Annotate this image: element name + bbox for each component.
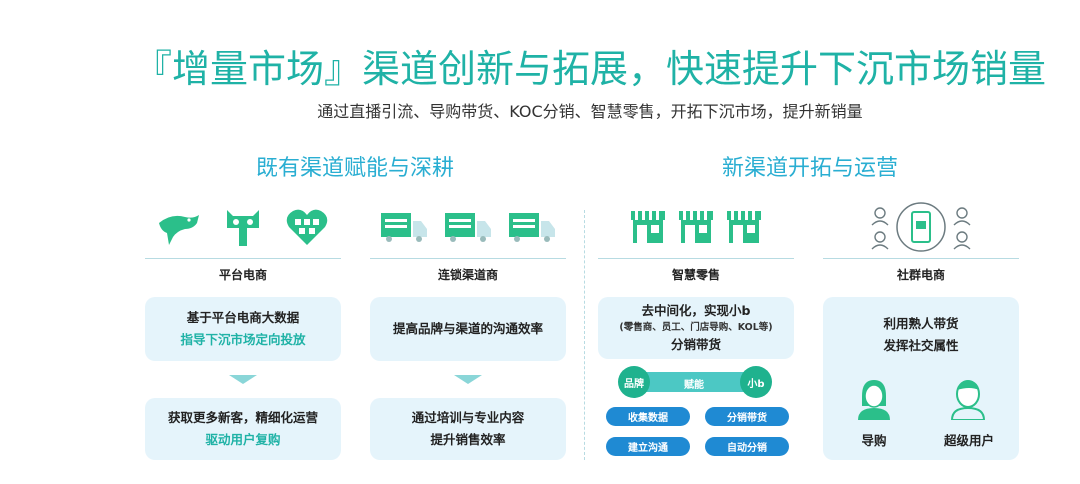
platform-box-2: 获取更多新客，精细化运营 驱动用户复购 <box>145 398 341 460</box>
truck-icon <box>509 213 555 242</box>
super-user-avatar-icon <box>950 380 986 420</box>
smart-flow-bar <box>620 372 770 392</box>
smart-pill-auto-distribution: 自动分销 <box>705 437 789 456</box>
chain-down-arrow-icon <box>454 375 482 384</box>
column-label-social: 社群电商 <box>896 268 945 282</box>
smart-flow-empower: 赋能 <box>684 380 704 391</box>
persona-label-shopping-guide: 导购 <box>861 433 887 448</box>
store-icon <box>631 211 665 243</box>
chain-icons <box>370 204 566 250</box>
page-subtitle: 通过直播引流、导购带货、KOC分销、智慧零售，开拓下沉市场，提升新销量 <box>317 102 863 121</box>
smart-pill-collect-data: 收集数据 <box>606 407 690 426</box>
chain-box-1: 提高品牌与渠道的沟通效率 <box>370 297 566 361</box>
column-label-platform: 平台电商 <box>218 268 267 282</box>
persona-label-super-user: 超级用户 <box>943 433 994 448</box>
social-icons <box>823 198 1019 256</box>
section-title-new: 新渠道开拓与运营 <box>721 156 898 181</box>
heart-logo-icon <box>286 209 328 245</box>
truck-icon <box>381 213 427 242</box>
smart-flow-brand: 品牌 <box>618 366 650 398</box>
chain-box-2: 通过培训与专业内容 提升销售效率 <box>370 398 566 460</box>
section-divider <box>584 210 585 460</box>
smart-pill-build-communication: 建立沟通 <box>606 437 690 456</box>
shopping-guide-avatar-icon <box>858 380 890 420</box>
page-title: 『增量市场』渠道创新与拓展，快速提升下沉市场销量 <box>133 47 1046 91</box>
platform-down-arrow-icon <box>229 375 257 384</box>
platform-box-2-line1: 获取更多新客，精细化运营 <box>167 410 318 425</box>
store-icon <box>679 211 713 243</box>
smart-rule <box>598 258 794 259</box>
section-title-existing: 既有渠道赋能与深耕 <box>255 156 454 181</box>
cat-logo-icon <box>227 210 259 246</box>
social-rule <box>823 258 1019 259</box>
store-icon <box>727 211 761 243</box>
platform-box-1-line1: 基于平台电商大数据 <box>186 310 300 325</box>
platform-rule <box>145 258 341 259</box>
social-box-line2: 发挥社交属性 <box>883 338 959 353</box>
smart-box-1-line2: (零售商、员工、门店导购、KOL等) <box>619 322 773 333</box>
fish-logo-icon <box>159 215 199 245</box>
smart-box-1: 去中间化，实现小b (零售商、员工、门店导购、KOL等) 分销带货 <box>598 297 794 359</box>
platform-icons <box>145 204 341 250</box>
chain-rule <box>370 258 566 259</box>
social-box-line1: 利用熟人带货 <box>883 316 959 331</box>
platform-box-1-line2: 指导下沉市场定向投放 <box>180 332 306 347</box>
chain-box-2-line2: 提升销售效率 <box>430 432 506 447</box>
smart-icons <box>598 204 794 250</box>
chain-box-1-line1: 提高品牌与渠道的沟通效率 <box>392 321 543 336</box>
platform-box-2-line2: 驱动用户复购 <box>205 432 281 447</box>
column-label-chain: 连锁渠道商 <box>437 268 498 282</box>
column-label-smart: 智慧零售 <box>671 268 720 282</box>
social-box: 利用熟人带货 发挥社交属性 <box>823 297 1019 460</box>
chain-box-2-line1: 通过培训与专业内容 <box>411 410 525 425</box>
community-phone-icon <box>871 202 971 252</box>
truck-icon <box>445 213 491 242</box>
smart-flow-small-b: 小b <box>740 366 772 398</box>
smart-pill-distribute-sales: 分销带货 <box>705 407 789 426</box>
smart-box-1-line3: 分销带货 <box>670 337 721 352</box>
platform-box-1: 基于平台电商大数据 指导下沉市场定向投放 <box>145 297 341 361</box>
smart-box-1-line1: 去中间化，实现小b <box>641 303 751 318</box>
